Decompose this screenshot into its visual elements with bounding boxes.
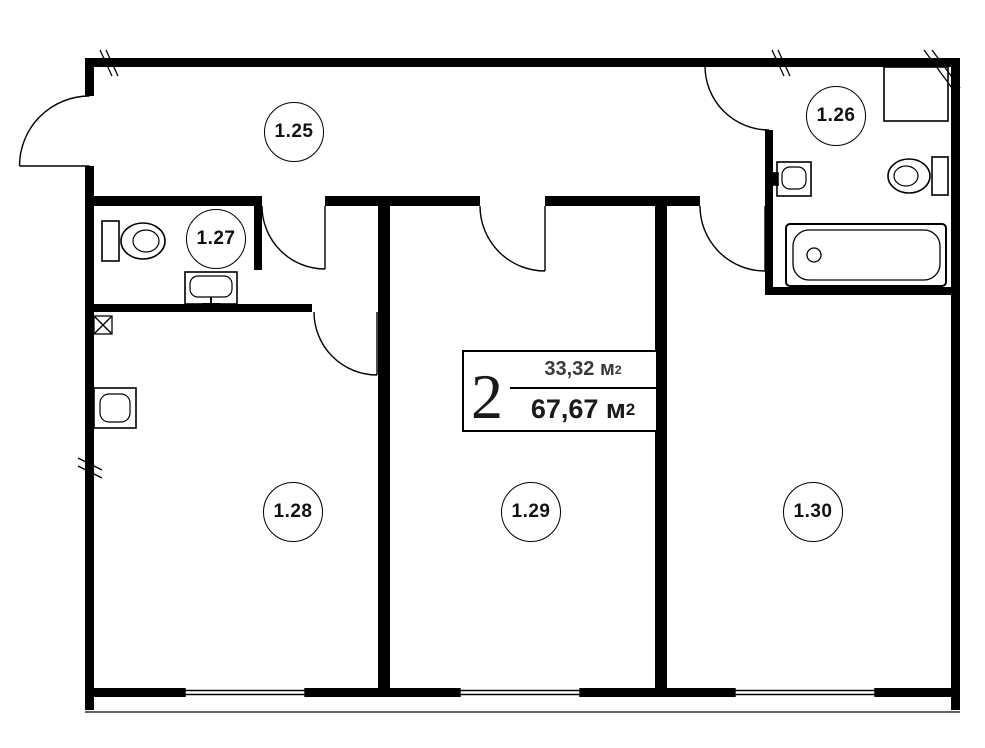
wc-door-arc — [261, 205, 326, 270]
room-label-1-30: 1.30 — [783, 482, 843, 542]
window-room-128 — [184, 688, 306, 697]
entry-door-arc — [18, 95, 90, 167]
room-129-door-arc — [479, 205, 546, 272]
shower-tray — [883, 66, 949, 122]
walls — [85, 58, 960, 710]
sink-fixture-wc — [184, 271, 238, 307]
windows — [184, 688, 876, 697]
electrical-box-symbol — [93, 315, 113, 335]
room-label-text: 1.30 — [793, 501, 833, 522]
toilet-fixture-bathroom — [887, 156, 949, 196]
room-label-1-27: 1.27 — [186, 209, 246, 269]
bathroom-door-arc — [704, 65, 770, 131]
corridor-wall-seg2 — [325, 196, 480, 206]
room-label-1-29: 1.29 — [501, 482, 561, 542]
wall-break-marks — [77, 49, 961, 479]
bathroom-bottom-wall — [765, 287, 960, 295]
room-divider-wall-left — [378, 196, 390, 688]
total-area-text: 67,67 м — [530, 394, 626, 425]
outer-wall-right — [951, 58, 960, 710]
window-room-129 — [459, 688, 581, 697]
room-label-text: 1.25 — [274, 121, 314, 142]
room-130-door-arc — [699, 205, 766, 272]
bathroom-left-wall — [765, 130, 773, 295]
washer-fixture — [93, 387, 137, 429]
outer-wall-bottom-seg1 — [85, 688, 185, 697]
outer-wall-top — [85, 58, 960, 67]
apartment-rooms-count: 2 — [471, 361, 503, 433]
room-label-text: 1.26 — [816, 105, 856, 126]
room-label-1-26: 1.26 — [806, 86, 866, 146]
outer-wall-bottom-seg4 — [875, 688, 960, 697]
doors — [18, 65, 770, 376]
corridor-wall-seg3 — [545, 196, 700, 206]
window-room-130 — [734, 688, 876, 697]
room-label-1-25: 1.25 — [264, 102, 324, 162]
bathtub-fixture — [785, 223, 947, 287]
outer-wall-left-upper — [85, 58, 94, 96]
room-label-text: 1.28 — [273, 501, 313, 522]
room-128-door-arc — [313, 311, 378, 376]
outer-wall-left-lower — [85, 166, 94, 710]
wc-bottom-wall — [85, 304, 312, 312]
room-label-text: 1.27 — [196, 228, 236, 249]
corridor-wall-seg1 — [85, 196, 262, 206]
outer-wall-bottom-seg2 — [305, 688, 460, 697]
room-divider-wall-right — [655, 196, 667, 688]
fixtures — [93, 66, 949, 429]
wc-right-wall-stub — [254, 196, 262, 270]
toilet-fixture-wc — [101, 220, 166, 262]
room-label-1-28: 1.28 — [263, 482, 323, 542]
sink-fixture-bathroom — [772, 161, 812, 197]
outer-wall-bottom-seg3 — [580, 688, 735, 697]
living-area-text: 33,32 м — [544, 358, 615, 381]
room-label-text: 1.29 — [511, 501, 551, 522]
